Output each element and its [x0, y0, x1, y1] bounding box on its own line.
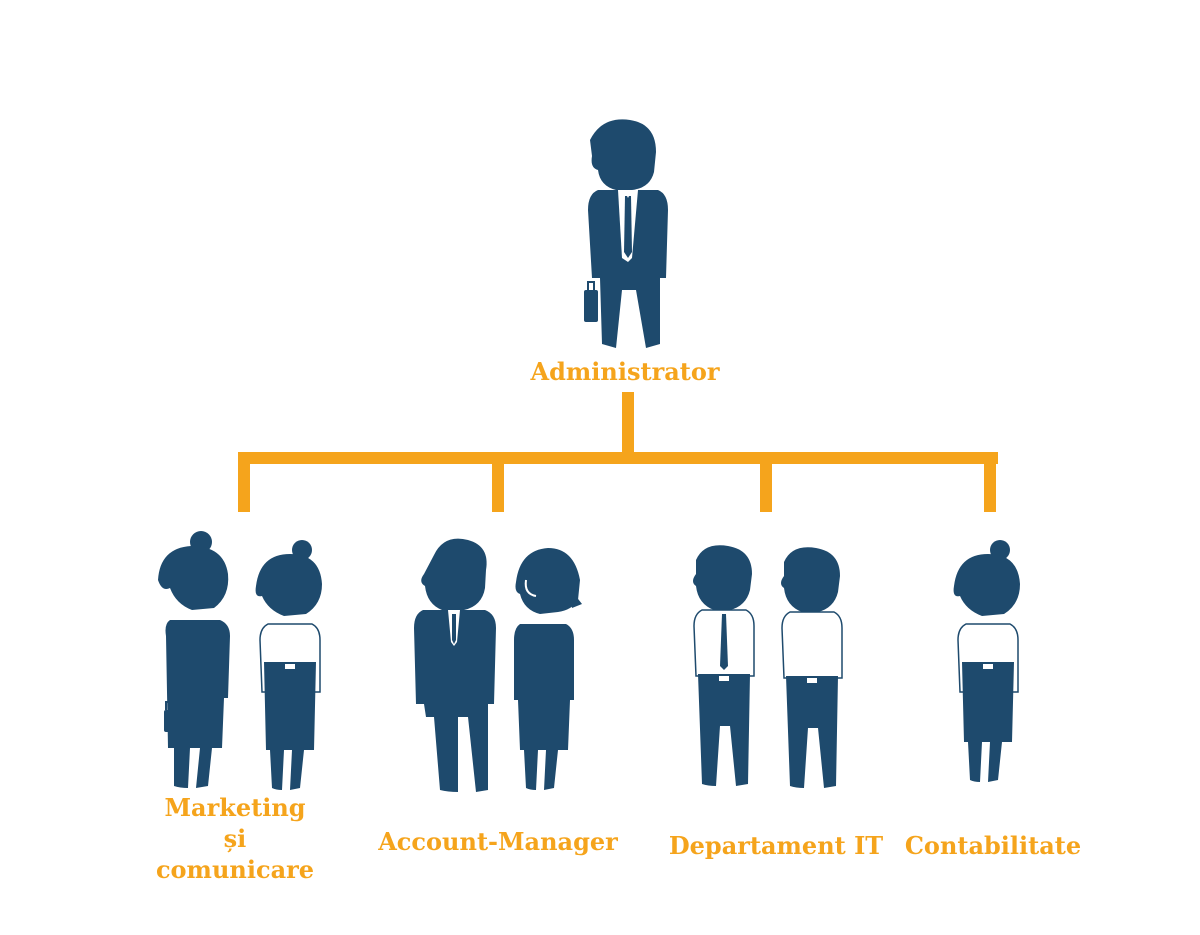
woman-in-blouse-icon [255, 540, 322, 790]
man-with-briefcase-icon [584, 119, 668, 348]
man-in-suit-icon [414, 538, 496, 792]
account-manager-label: Account-Manager [378, 827, 618, 856]
woman-with-headset-icon [514, 548, 582, 790]
it-department-label: Departament IT [668, 831, 884, 860]
connector-lines [238, 392, 998, 512]
administrator-label: Administrator [530, 357, 720, 386]
marketing-label-line-2: și [223, 824, 247, 853]
marketing-label-line-3: comunicare [155, 855, 315, 884]
man-in-shirt-icon [781, 547, 843, 788]
woman-in-blouse-icon [953, 540, 1020, 782]
woman-with-handbag-icon [158, 531, 230, 788]
accounting-label: Contabilitate [904, 831, 1082, 860]
man-with-tie-icon [693, 545, 755, 786]
marketing-label-line-1: Marketing [164, 793, 306, 822]
marketing-label: Marketing și comunicare [135, 792, 335, 885]
